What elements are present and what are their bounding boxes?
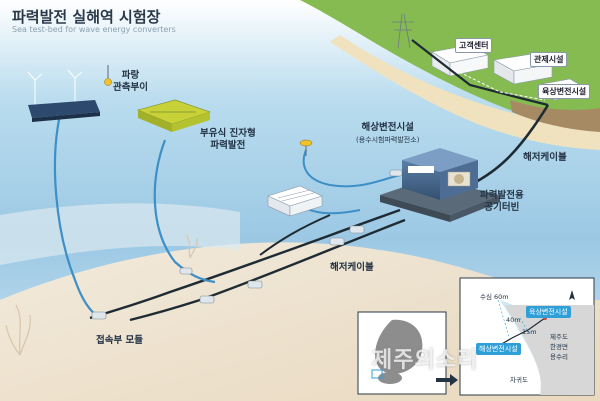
cable-wind-turbine [53,114,101,319]
label-subsea-cable-right: 해저케이블 [523,152,567,163]
label-visitor-center: 고객센터 [455,38,493,53]
site-fence [454,69,546,101]
inset-onshore-substation: 육상변전시설 [526,306,571,318]
seaweed-decoration-icon [5,234,198,356]
connection-module-icons [91,169,403,320]
subsea-cable-b [129,218,406,322]
page-subtitle: Sea test-bed for wave energy converters [12,25,176,34]
inset-depth-60: 수심 60m [480,293,509,301]
label-onshore-substation: 육상변전시설 [538,84,591,99]
watermark-text: 제주의소리 [372,348,479,373]
inset-depth-40: 40m [506,316,521,324]
onshore-cable-route [411,39,549,107]
floating-pendulum-wec-icon [137,99,211,132]
cable-floating-wec [153,139,216,284]
subsea-cable-c [259,214,331,256]
beach-strip [330,35,600,150]
label-offshore-substation: 해상변전시설 (용수시험파력발전소) [356,122,420,144]
offshore-substation-platform-icon [380,148,500,222]
inset-island: 차귀도 [510,376,528,384]
transmission-tower-icon [392,13,414,49]
oscillating-wave-device-icon [267,185,323,217]
inset-location-map [357,277,595,396]
label-floating-wec: 부유식 진자형 파력발전 [200,128,256,151]
inset-region: 제주도 한경면 용수리 [550,333,568,361]
seabed-sand [0,242,600,401]
label-connection-module: 접속부 모듈 [96,335,144,346]
inset-offshore-substation: 해상변전시설 [476,343,521,355]
floating-platform-icon [28,100,100,122]
inset-depth-15: 15m [522,328,537,336]
cable-point-absorber [302,149,401,188]
wave-buoy-icon [104,65,112,86]
page-title: 파력발전 실해역 시험장 [12,8,161,26]
subsea-cable-a [89,208,401,320]
cliff-rocks [510,100,600,132]
label-wave-buoy: 파랑 관측부이 [113,70,148,93]
label-wec-turbine: 파력발전용 공기터빈 [480,190,524,213]
label-subsea-cable-center: 해저케이블 [330,262,374,273]
label-control-facility: 관제시설 [530,52,568,67]
point-absorber-buoy-icon [299,139,313,156]
